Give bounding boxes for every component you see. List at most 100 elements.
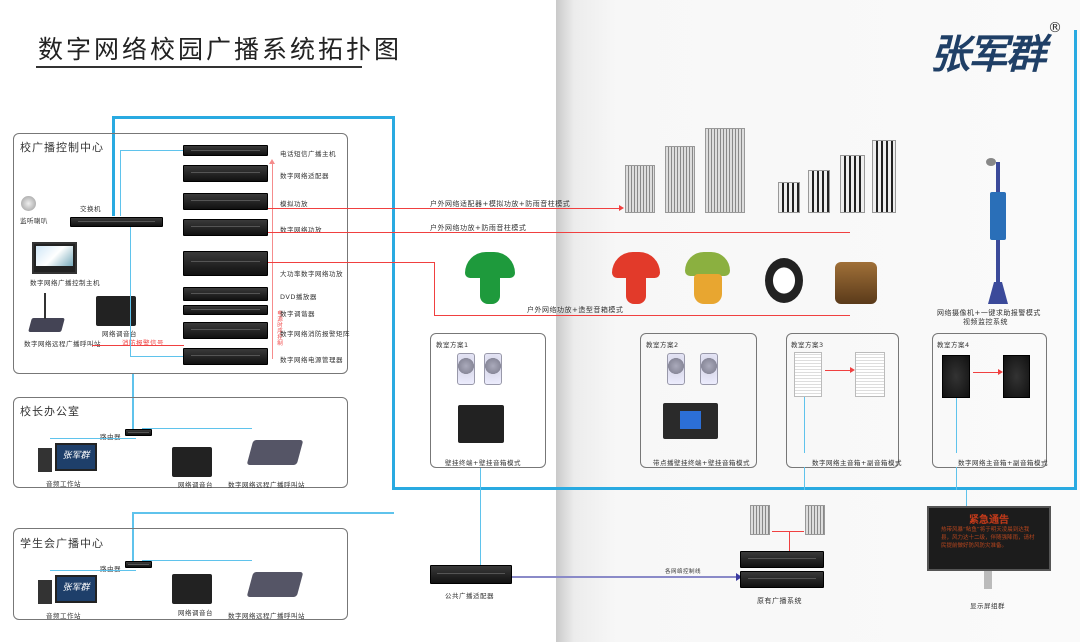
- control-host-icon: [32, 242, 77, 274]
- call-station-label: 数字网络远程广播呼叫站: [24, 340, 101, 348]
- control-host-label: 数字网络广播控制主机: [30, 279, 100, 287]
- pc-monitor-logo: 张军群: [55, 575, 97, 603]
- router-label: 路由器: [100, 565, 121, 573]
- sub-speaker-white: [855, 352, 885, 397]
- wall-terminal: [458, 405, 504, 443]
- pc-tower-icon: [38, 448, 52, 472]
- rack-device: [183, 219, 268, 236]
- stump-speaker: [835, 262, 877, 304]
- main-speaker-white: [794, 352, 822, 397]
- lan-line: [130, 227, 131, 356]
- classroom-plan-2: [640, 333, 757, 468]
- page-title: 数字网络校园广播系统拓扑图: [38, 35, 403, 64]
- call-station-icon: [246, 440, 304, 465]
- outdoor-line-3: [434, 315, 850, 316]
- mixer-label: 网络调音台: [102, 330, 137, 338]
- network-line: [132, 512, 134, 566]
- network-line: [956, 398, 957, 453]
- device-label: DVD播放器: [280, 293, 317, 301]
- student-center-box: [13, 528, 348, 620]
- classroom-mode: 数字网络主音箱+副音箱模式: [958, 459, 1048, 467]
- rack-device: [183, 305, 268, 315]
- router-label: 路由器: [100, 433, 121, 441]
- wall-speaker: [667, 353, 685, 385]
- vod-wall-terminal: [663, 403, 718, 439]
- network-line: [804, 397, 805, 453]
- router-icon: [125, 429, 152, 436]
- speaker-link: [789, 531, 790, 551]
- main-speaker-black: [942, 355, 970, 398]
- fire-signal-line: [92, 345, 184, 346]
- network-line: [804, 467, 805, 490]
- network-line: [480, 468, 481, 566]
- legacy-rack: [740, 571, 824, 588]
- network-switch: [70, 217, 163, 227]
- legacy-label: 原有广播系统: [757, 597, 802, 605]
- device-label: 数字网络电源管理器: [280, 356, 343, 364]
- classroom-title: 教室方案3: [791, 341, 824, 349]
- display-label: 显示屏组群: [970, 602, 1005, 610]
- student-center-title: 学生会广播中心: [20, 537, 104, 550]
- classroom-mode: 数字网络主音箱+副音箱模式: [812, 459, 902, 467]
- device-label: 数字网络消防报警矩阵: [280, 330, 350, 338]
- column-speaker: [778, 182, 800, 213]
- camera-pole-base: [988, 282, 1008, 304]
- classroom-title: 教室方案2: [646, 341, 679, 349]
- rack-device: [183, 193, 268, 210]
- wall-speaker: [457, 353, 475, 385]
- classroom-plan-1: [430, 333, 546, 468]
- network-line: [132, 373, 134, 433]
- classroom-title: 教室方案1: [436, 341, 469, 349]
- outdoor-line-3-label: 户外网络功放+造型音箱模式: [527, 306, 624, 314]
- control-center-box: [13, 133, 348, 374]
- mixer-icon: [172, 574, 212, 604]
- mushroom-speaker-stem: [480, 276, 500, 304]
- display-stand: [984, 571, 992, 589]
- power-sequence-line: [269, 159, 275, 359]
- notice-title: 紧急通告: [969, 515, 1009, 526]
- lan-line: [50, 570, 136, 571]
- column-speaker: [808, 170, 830, 213]
- backbone-line: [1074, 30, 1077, 490]
- panda-speaker: [765, 258, 803, 303]
- brand-logo: 张军群: [930, 31, 1046, 78]
- legacy-speaker: [750, 505, 770, 535]
- monitor-speaker-label: 监听喇叭: [20, 217, 48, 225]
- registered-mark: ®: [1048, 20, 1062, 36]
- classroom-mode: 壁挂终端+壁挂音箱模式: [445, 459, 521, 467]
- camera-icon: [986, 158, 996, 166]
- mushroom-speaker-red: [612, 252, 660, 278]
- speaker-link: [825, 367, 855, 373]
- network-line: [956, 467, 957, 490]
- rack-device: [183, 348, 268, 365]
- device-label: 大功率数字网络功放: [280, 270, 343, 278]
- device-label: 数字网络功放: [280, 226, 322, 234]
- mixer-label: 网络调音台: [178, 609, 213, 617]
- outdoor-line-1-label: 户外网络适配器+模拟功放+防雨音柱模式: [430, 200, 571, 208]
- classroom-title: 教室方案4: [937, 341, 970, 349]
- fire-signal-label: 消防报警信号: [122, 339, 164, 347]
- legacy-speaker: [805, 505, 825, 535]
- mixer-icon: [96, 296, 136, 326]
- column-speaker: [625, 165, 655, 213]
- principal-office-box: [13, 397, 348, 488]
- call-station-icon: [28, 318, 65, 332]
- network-line: [966, 490, 967, 507]
- wall-speaker: [484, 353, 502, 385]
- speaker-link: [772, 531, 804, 532]
- rack-device: [183, 251, 268, 276]
- network-line: [132, 512, 394, 514]
- backbone-line: [112, 116, 115, 216]
- sub-speaker-black: [1003, 355, 1030, 398]
- adapter-label: 公共广播适配器: [445, 592, 494, 600]
- lan-line: [50, 438, 136, 439]
- mushroom-speaker-stem: [694, 274, 722, 304]
- device-label: 电话短信广播主机: [280, 150, 336, 158]
- outdoor-line-1: [268, 205, 624, 211]
- call-station-label: 数字网络远程广播呼叫站: [228, 481, 305, 489]
- microphone-icon: [44, 293, 46, 319]
- outdoor-line-2: [268, 232, 850, 233]
- device-label: 数字调谐器: [280, 310, 315, 318]
- power-sequence-label: 电源时序控制: [276, 310, 282, 346]
- mushroom-speaker-green: [465, 252, 515, 278]
